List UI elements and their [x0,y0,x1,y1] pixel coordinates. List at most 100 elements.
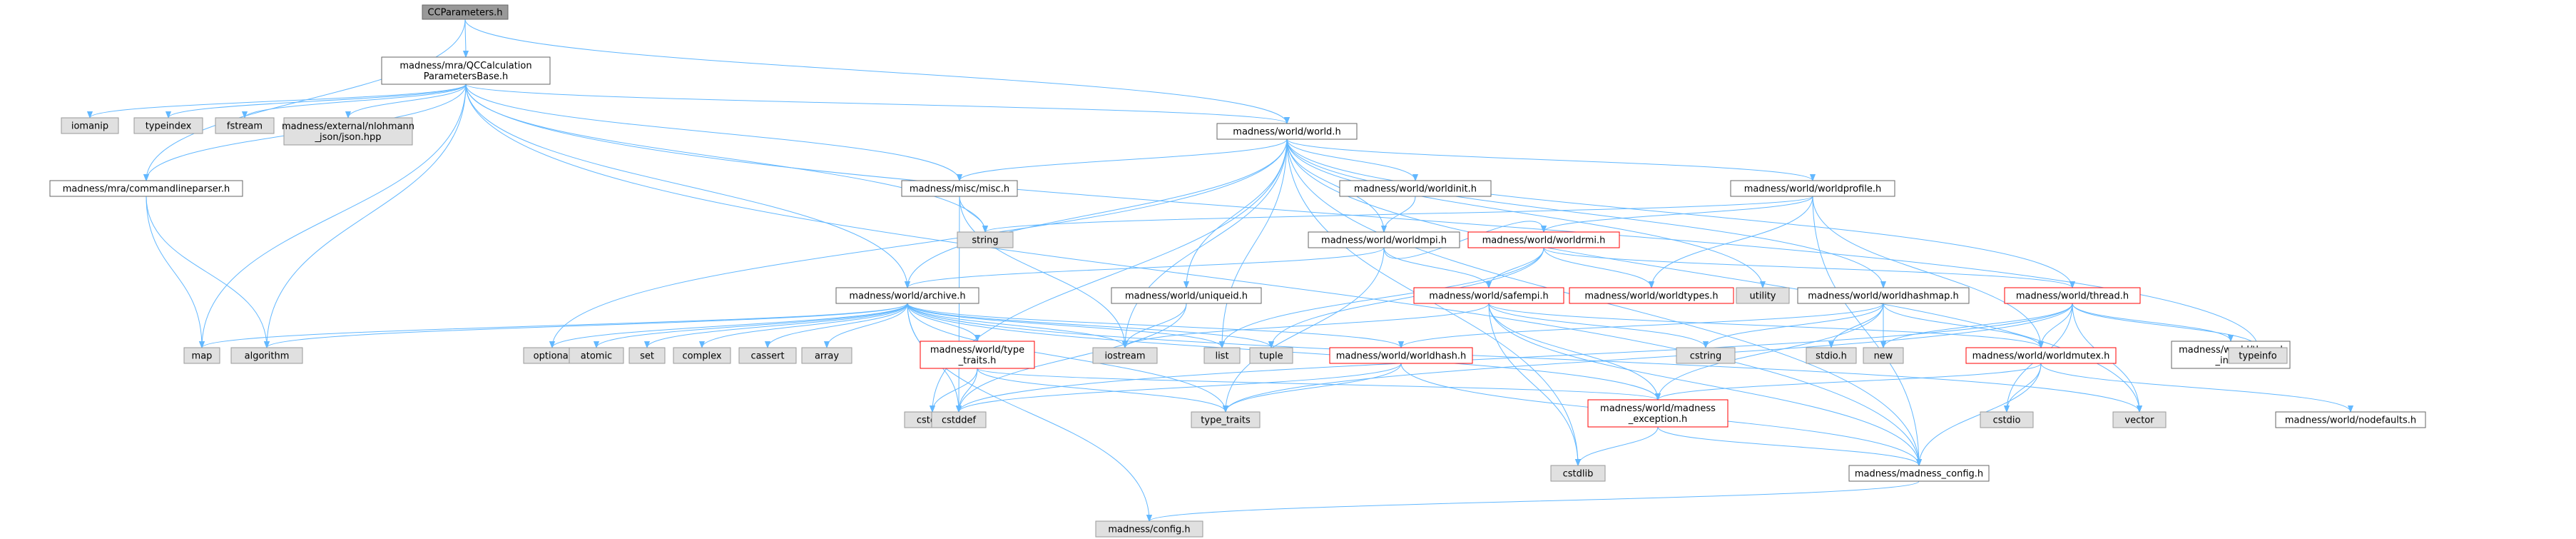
node-box [1863,347,1904,364]
node-box [1980,411,2034,428]
node-box [1736,287,1790,304]
node-box [673,347,731,364]
include-file-node[interactable]: madness/world/thread.h [2004,287,2141,304]
node-label: madness/mra/commandlineparser.h [63,184,230,195]
include-file-node: array [801,347,852,364]
node-label: _exception.h [1628,414,1687,425]
edge-n1-to-n48 [465,84,1919,465]
edge-n14-to-n22 [267,303,908,348]
include-file-node: map [183,347,220,364]
edge-n48-to-n49 [1149,480,1920,522]
node-box [1191,411,1261,428]
node-box [835,287,979,304]
edge-n3-to-n23 [552,138,1288,348]
edge-n3-to-n30 [1125,138,1288,348]
node-label: _json/json.hpp [315,132,382,143]
node-label: _traits.h [958,356,997,366]
node-label: tuple [1259,351,1283,362]
include-file-node: tuple [1249,347,1293,364]
include-file-node[interactable]: madness/world/worldinit.h [1339,180,1492,197]
edge-n14-to-n25 [647,303,908,348]
node-label: list [1215,351,1228,362]
include-file-node[interactable]: madness/world/worldprofile.h [1730,180,1895,197]
include-file-node[interactable]: madness/world/nodefaults.h [2275,411,2426,428]
edge-n13-to-n16 [1489,247,1544,288]
edge-n12-to-n13 [1383,221,1544,259]
node-label: madness/world/worldhashmap.h [1808,291,1959,302]
node-label: vector [2124,415,2154,426]
include-file-node[interactable]: madness/world/worldtypes.h [1569,287,1734,304]
node-box [215,117,275,134]
node-box [1111,287,1262,304]
include-file-node[interactable]: madness/world/worldhashmap.h [1797,287,1970,304]
edge-n13-to-n17 [1543,247,1651,288]
edge-n1-to-n3 [465,84,1287,124]
node-box [61,117,119,134]
include-file-node[interactable]: madness/madness_config.h [1848,465,1990,482]
edge-n1-to-n4 [90,84,467,119]
edge-n14-to-n32 [907,303,1271,348]
include-file-node: list [1203,347,1241,364]
edge-n2-to-n21 [146,196,202,348]
edge-n3-to-n20 [1286,138,2072,288]
node-box [920,341,1035,369]
node-box [931,411,987,428]
edge-n20-to-n36 [1883,303,2073,348]
include-file-node: string [957,231,1014,248]
include-file-node: type_traits [1191,411,1261,428]
include-file-node[interactable]: madness/mra/QCCalculationParametersBase.… [381,56,551,85]
edge-n29-to-n40 [932,368,978,412]
edge-n16-to-n48 [1488,303,1919,465]
include-file-node[interactable]: madness/world/worldrmi.h [1467,231,1620,248]
root-file-node: CCParameters.h [422,4,509,20]
include-file-node: madness/external/nlohmann_json/json.hpp [282,117,414,146]
node-label: iostream [1104,351,1145,362]
node-box [2275,411,2426,428]
node-box [1413,287,1564,304]
node-label: typeindex [146,121,192,132]
node-label: madness/misc/misc.h [910,184,1009,195]
node-box [1730,180,1895,197]
node-box [2004,287,2141,304]
node-box [2112,411,2167,428]
edge-n1-to-n8 [465,84,959,181]
edge-n10-to-n17 [1651,196,1813,288]
node-label: madness/world/worldprofile.h [1744,184,1881,195]
edge-n12-to-n16 [1383,247,1489,288]
node-label: stdio.h [1816,351,1847,362]
node-label: madness/world/worldmutex.h [1972,351,2110,362]
include-file-node[interactable]: madness/mra/commandlineparser.h [49,180,243,197]
node-box [1569,287,1734,304]
include-file-node[interactable]: madness/world/worldmpi.h [1308,231,1460,248]
edge-n19-to-n43 [1658,303,1884,400]
edge-n16-to-n43 [1488,303,1658,400]
node-box [230,347,303,364]
include-file-node[interactable]: madness/world/safempi.h [1413,287,1564,304]
node-label: madness/world/worldrmi.h [1482,236,1606,246]
include-file-node[interactable]: madness/world/worldmutex.h [1965,347,2117,364]
include-file-node[interactable]: madness/world/type_traits.h [920,341,1035,369]
edge-n19-to-n33 [1401,303,1884,348]
node-label: optional [534,351,571,362]
include-file-node[interactable]: madness/world/madness_exception.h [1587,399,1729,428]
edge-n20-to-n38 [2072,303,2231,342]
include-file-node: typeindex [133,117,203,134]
edge-n33-to-n41 [959,363,1402,413]
include-file-node[interactable]: madness/world/uniqueid.h [1111,287,1262,304]
edge-n15-to-n30 [1125,303,1187,348]
edge-n1-to-n14 [465,84,907,288]
include-file-node[interactable]: madness/world/worldhash.h [1329,347,1473,364]
edge-n1-to-n6 [245,84,467,119]
edge-n14-to-n42 [907,303,1226,412]
edge-n19-to-n37 [1883,303,2041,348]
node-label: cstring [1690,351,1721,362]
include-file-node[interactable]: madness/world/world.h [1216,123,1358,140]
node-box [957,231,1014,248]
edge-n29-to-n41 [959,368,978,412]
include-file-node[interactable]: madness/misc/misc.h [901,180,1018,197]
include-file-node[interactable]: madness/world/archive.h [835,287,979,304]
edge-n1-to-n21 [202,84,467,348]
node-box [1467,231,1620,248]
edge-n1-to-n7 [348,84,467,119]
